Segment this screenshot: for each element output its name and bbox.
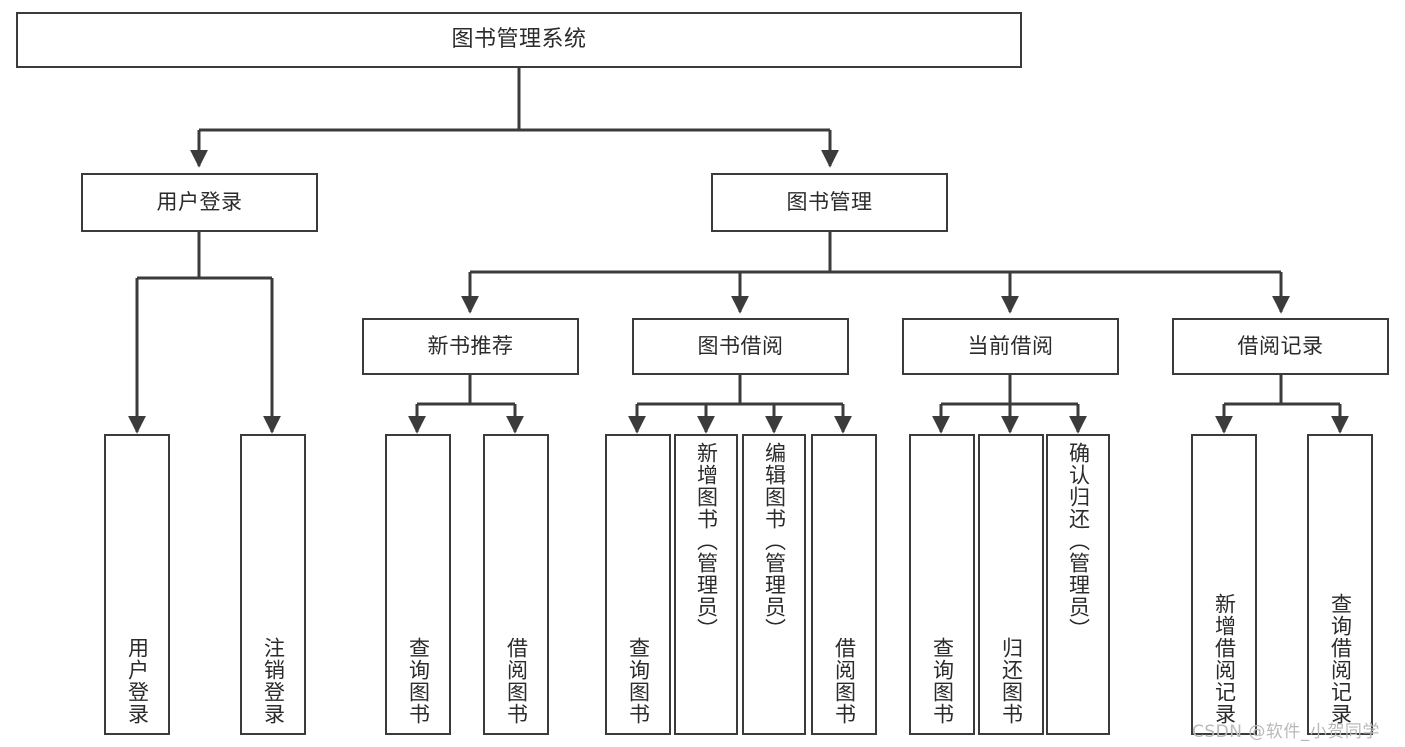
node-label: 注销登录 <box>261 637 286 725</box>
leaf-new-book-borrow-book[interactable]: 借阅图书 <box>483 434 549 735</box>
node-label: 新增图书（管理员） <box>694 442 719 640</box>
node-book-borrow[interactable]: 图书借阅 <box>632 318 849 375</box>
node-label: 借阅图书 <box>504 637 529 725</box>
leaf-borrow-record-query-record[interactable]: 查询借阅记录 <box>1307 434 1373 735</box>
node-user-login[interactable]: 用户登录 <box>81 173 318 232</box>
node-label: 查询图书 <box>626 637 651 725</box>
leaf-new-book-query-book[interactable]: 查询图书 <box>385 434 451 735</box>
node-label: 借阅记录 <box>1237 333 1324 358</box>
node-label: 确认归还（管理员） <box>1066 442 1091 640</box>
leaf-borrow-record-add-record[interactable]: 新增借阅记录 <box>1191 434 1257 735</box>
node-label: 用户登录 <box>156 189 243 214</box>
leaf-book-borrow-add-book-admin[interactable]: 新增图书（管理员） <box>674 434 738 735</box>
node-label: 图书管理 <box>786 189 873 214</box>
node-label: 新增借阅记录 <box>1212 593 1237 725</box>
leaf-user-login[interactable]: 用户登录 <box>104 434 170 735</box>
leaf-logout[interactable]: 注销登录 <box>240 434 306 735</box>
node-label: 借阅图书 <box>832 637 857 725</box>
node-label: 用户登录 <box>125 637 150 725</box>
node-label: 新书推荐 <box>427 333 514 358</box>
node-root-book-management-system[interactable]: 图书管理系统 <box>16 12 1022 68</box>
node-label: 查询图书 <box>406 637 431 725</box>
node-borrow-record[interactable]: 借阅记录 <box>1172 318 1389 375</box>
node-label: 图书借阅 <box>697 333 784 358</box>
leaf-book-borrow-query-book[interactable]: 查询图书 <box>605 434 671 735</box>
leaf-current-borrow-query-book[interactable]: 查询图书 <box>909 434 975 735</box>
node-label: 查询图书 <box>930 637 955 725</box>
node-current-borrow[interactable]: 当前借阅 <box>902 318 1119 375</box>
node-label: 图书管理系统 <box>451 26 587 52</box>
node-label: 归还图书 <box>999 637 1024 725</box>
node-label: 查询借阅记录 <box>1328 593 1353 725</box>
node-book-management[interactable]: 图书管理 <box>711 173 948 232</box>
leaf-book-borrow-borrow-book[interactable]: 借阅图书 <box>811 434 877 735</box>
node-new-book-recommend[interactable]: 新书推荐 <box>362 318 579 375</box>
node-label: 编辑图书（管理员） <box>762 442 787 640</box>
leaf-current-borrow-return-book[interactable]: 归还图书 <box>978 434 1044 735</box>
leaf-current-borrow-confirm-return-admin[interactable]: 确认归还（管理员） <box>1046 434 1110 735</box>
leaf-book-borrow-edit-book-admin[interactable]: 编辑图书（管理员） <box>742 434 806 735</box>
node-label: 当前借阅 <box>967 333 1054 358</box>
